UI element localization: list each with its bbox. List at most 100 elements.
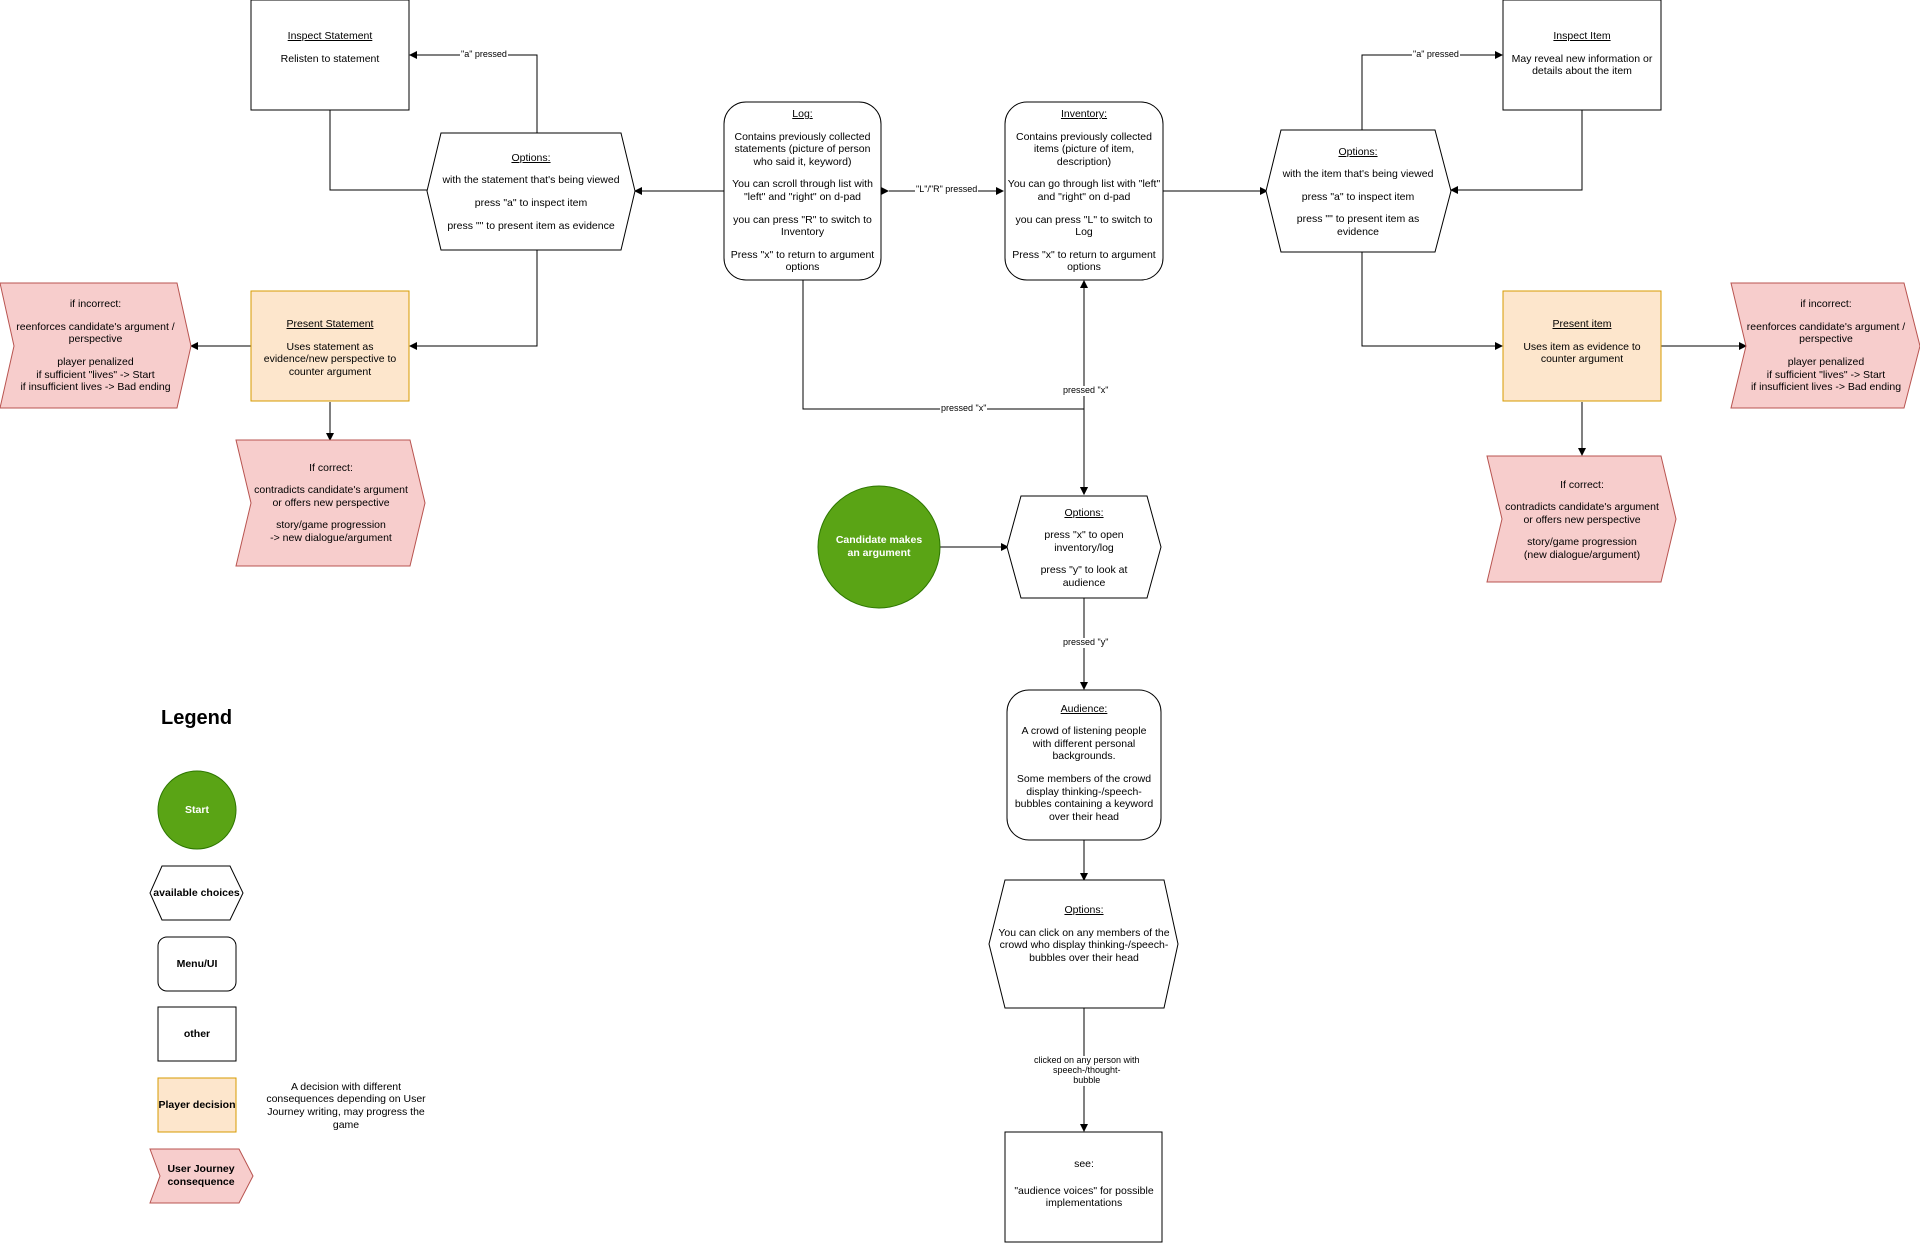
options-audience-hexagon	[988, 879, 1179, 1009]
options-statement-hexagon	[426, 132, 636, 251]
correct-left-line1: contradicts candidate's argument or offe…	[254, 484, 408, 509]
edge-options-to-inspect-statement	[409, 51, 538, 133]
options-statement-line2: press "a" to inspect item	[474, 197, 588, 209]
legend-choices-hexagon	[149, 865, 244, 921]
options-statement-line3: press "" to present item as evidence	[447, 219, 615, 232]
legend-other-box	[157, 1006, 237, 1062]
audience-box	[1006, 689, 1162, 841]
edge-log-to-options-main	[802, 280, 1088, 495]
legend-menu-box	[157, 936, 237, 992]
edge-inspect-statement-to-options	[329, 110, 442, 194]
options-item-label: Options: with the item that's being view…	[1281, 140, 1435, 244]
edge-label-y-pressed: pressed "y"	[1062, 637, 1110, 648]
edge-options-to-present-item	[1361, 252, 1503, 350]
inventory-box	[1004, 101, 1164, 281]
correct-right-label: If correct: contradicts candidate's argu…	[1502, 472, 1662, 568]
audience-label: Audience: A crowd of listening people wi…	[1012, 696, 1156, 830]
inspect-item-box	[1502, 0, 1662, 111]
start-text: Candidate makes an argument	[835, 534, 923, 559]
incorrect-left-label: if incorrect: reenforces candidate's arg…	[14, 290, 177, 402]
inventory-line4: Press "x" to return to argument options	[1012, 248, 1156, 274]
options-audience-title: Options:	[1064, 904, 1104, 916]
incorrect-left-shape	[0, 282, 192, 409]
correct-right-title: If correct:	[1560, 478, 1604, 491]
see-box	[1004, 1131, 1163, 1243]
inspect-item-label: Inspect Item May reveal new information …	[1508, 30, 1656, 90]
log-line3: you can press "R" to switch to Inventory	[733, 213, 872, 239]
incorrect-left-line2: player penalized if sufficient "lives" -…	[20, 356, 171, 394]
edge-label-a-pressed-right: "a" pressed	[1412, 49, 1460, 60]
log-line2: You can scroll through list with "left" …	[732, 178, 873, 203]
inventory-line1: Contains previously collected items (pic…	[1016, 130, 1152, 168]
edge-options-to-present-statement	[409, 250, 538, 350]
options-statement-title: Options:	[511, 151, 551, 164]
inspect-statement-label: Inspect Statement Relisten to statement	[251, 30, 409, 80]
edge-label-a-pressed-left: "a" pressed	[460, 49, 508, 60]
present-statement-box	[250, 290, 410, 402]
present-statement-title: Present Statement	[286, 318, 374, 330]
present-statement-label: Present Statement Uses statement as evid…	[256, 318, 404, 378]
edge-inspect-item-to-options	[1450, 110, 1583, 194]
edge-label-x-pressed-inv: pressed "x"	[1062, 385, 1110, 396]
correct-left-line2: story/game progression -> new dialogue/a…	[270, 519, 392, 544]
inventory-line3: you can press "L" to switch to Log	[1015, 213, 1153, 239]
start-circle	[817, 485, 941, 609]
log-box	[723, 101, 882, 281]
inspect-statement-body: Relisten to statement	[280, 52, 380, 65]
options-main-hexagon	[1006, 495, 1162, 599]
legend-decision-note: A decision with different consequences d…	[266, 1080, 426, 1131]
options-item-line1: with the item that's being viewed	[1282, 168, 1434, 181]
options-item-line2: press "a" to inspect item	[1301, 190, 1415, 203]
legend-start-label: Start	[185, 803, 209, 816]
log-line4: Press "x" to return to argument options	[730, 248, 875, 274]
audience-line1: A crowd of listening people with differe…	[1021, 725, 1147, 763]
legend-start-circle	[157, 770, 237, 850]
present-item-label: Present item Uses item as evidence to co…	[1508, 318, 1656, 378]
incorrect-right-title: if incorrect:	[1800, 298, 1852, 311]
audience-line2: Some members of the crowd display thinki…	[1014, 773, 1154, 823]
correct-left-title: If correct:	[309, 461, 353, 474]
legend-choices-label: available choices	[153, 886, 240, 899]
legend-consequence-shape	[149, 1148, 254, 1204]
log-line1: Contains previously collected statements…	[734, 130, 871, 168]
present-item-title: Present item	[1552, 318, 1612, 330]
inventory-line2: You can go through list with "left" and …	[1007, 178, 1161, 203]
correct-left-shape	[235, 439, 426, 567]
see-line2: "audience voices" for possible implement…	[1014, 1184, 1154, 1210]
legend-title: Legend	[161, 707, 233, 729]
legend-decision-box	[157, 1077, 237, 1133]
present-statement-body: Uses statement as evidence/new perspecti…	[263, 340, 397, 378]
edge-options-to-inspect-item	[1361, 51, 1503, 130]
incorrect-right-shape	[1730, 282, 1920, 409]
options-item-hexagon	[1265, 129, 1452, 253]
options-statement-line1: with the statement that's being viewed	[442, 174, 620, 187]
options-item-line3: press "" to present item as evidence	[1296, 213, 1420, 238]
inspect-statement-box	[250, 0, 410, 111]
correct-right-shape	[1486, 455, 1677, 583]
options-main-title: Options:	[1064, 506, 1104, 519]
correct-right-line2: story/game progression (new dialogue/arg…	[1523, 536, 1641, 561]
correct-left-label: If correct: contradicts candidate's argu…	[251, 455, 411, 551]
log-title: Log:	[792, 108, 813, 121]
correct-right-line1: contradicts candidate's argument or offe…	[1505, 501, 1659, 526]
edge-label-clicked: clicked on any person with speech-/thoug…	[1033, 1055, 1141, 1086]
present-item-box	[1502, 290, 1662, 402]
incorrect-left-title: if incorrect:	[69, 298, 122, 311]
incorrect-left-line1: reenforces candidate's argument / perspe…	[16, 320, 175, 346]
edge-label-x-pressed-log: pressed "x"	[940, 403, 988, 414]
options-main-line2: press "y" to look at audience	[1040, 564, 1128, 589]
options-audience-line1: You can click on any members of the crow…	[998, 926, 1170, 964]
inspect-item-body: May reveal new information or details ab…	[1511, 52, 1653, 78]
legend-menu-label: Menu/UI	[176, 957, 218, 970]
options-audience-label: Options: You can click on any members of…	[990, 904, 1178, 974]
options-main-line1: press "x" to open inventory/log	[1044, 529, 1124, 554]
audience-title: Audience:	[1060, 702, 1108, 715]
incorrect-right-label: if incorrect: reenforces candidate's arg…	[1746, 290, 1906, 402]
incorrect-right-line1: reenforces candidate's argument / perspe…	[1746, 320, 1906, 346]
edge-label-lr-pressed: "L"/"R" pressed	[915, 184, 979, 195]
inspect-statement-title: Inspect Statement	[287, 30, 373, 42]
incorrect-right-line2: player penalized if sufficient "lives" -…	[1750, 356, 1902, 394]
inspect-item-title: Inspect Item	[1553, 30, 1611, 42]
options-statement-label: Options: with the statement that's being…	[441, 140, 621, 244]
